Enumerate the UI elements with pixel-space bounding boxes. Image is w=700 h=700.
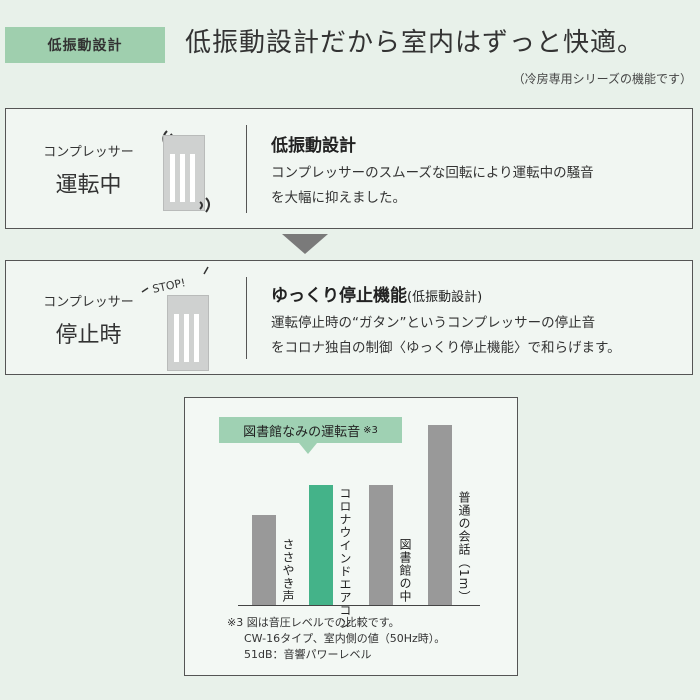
panel-compressor-stop: コンプレッサー 停止時 STOP! ゆっくり停止機能(低振動設計) 運転停止時の… [5,260,693,375]
bar-label: コロナウインドエアコン [338,487,352,630]
desc-line: 運転停止時の“ガタン”というコンプレッサーの停止音 [271,315,596,331]
callout-tail [299,443,317,454]
chart-callout: 図書館なみの運転音※3 [219,417,402,443]
footnote-line: 51dB：音響パワーレベル [244,648,372,661]
divider [246,125,247,213]
page-title: 低振動設計だから室内はずっと快適。 [185,28,645,58]
feature-title-sub: (低振動設計) [407,290,483,305]
bar-label: 普通の会話（1m） [457,490,471,603]
section-badge: 低振動設計 [5,27,165,63]
desc-line: をコロナ独自の制御〈ゆっくり停止機能〉で和らげます。 [271,340,621,356]
noise-comparison-chart [184,397,518,676]
desc-line: コンプレッサーのスムーズな回転により運転中の騒音 [271,165,594,181]
state-label: コンプレッサー [43,145,134,160]
air-conditioner-icon [163,135,205,211]
state-value: 運転中 [55,173,122,198]
desc-line: を大幅に抑えました。 [271,190,406,206]
stop-icon: STOP! [141,266,209,296]
footnote-line: ※3 図は音圧レベルでの比較です。 [227,616,400,629]
chart-baseline [238,605,480,606]
feature-description: コンプレッサーのスムーズな回転により運転中の騒音 を大幅に抑えました。 [271,161,594,211]
feature-title-main: ゆっくり停止機能 [271,286,407,306]
stop-text: STOP! [151,276,186,296]
state-value: 停止時 [55,323,122,348]
down-arrow-icon [282,234,328,254]
footnote-line: CW-16タイプ、室内側の値（50Hz時）。 [244,632,446,645]
chart-bar [369,485,393,605]
chart-bar [428,425,452,605]
bar-label: 図書館の中 [398,538,412,603]
series-note: （冷房専用シリーズの機能です） [512,72,692,86]
divider [246,277,247,359]
feature-description: 運転停止時の“ガタン”というコンプレッサーの停止音 をコロナ独自の制御〈ゆっくり… [271,311,621,361]
callout-text: 図書館なみの運転音 [243,424,361,440]
panel-compressor-running: コンプレッサー 運転中 低振動設計 コンプレッサーのスムーズな回転により運転中の… [5,108,693,229]
chart-bar [252,515,276,605]
chart-bar [309,485,333,605]
chart-footnote: ※3 図は音圧レベルでの比較です。 CW-16タイプ、室内側の値（50Hz時）。… [227,615,445,663]
air-conditioner-icon [167,295,209,371]
callout-ref: ※3 [363,424,378,436]
feature-title: 低振動設計 [271,136,356,156]
state-label: コンプレッサー [43,295,134,310]
feature-title: ゆっくり停止機能(低振動設計) [271,281,482,306]
vibration-icon [199,197,210,213]
bar-label: ささやき声 [281,538,295,603]
